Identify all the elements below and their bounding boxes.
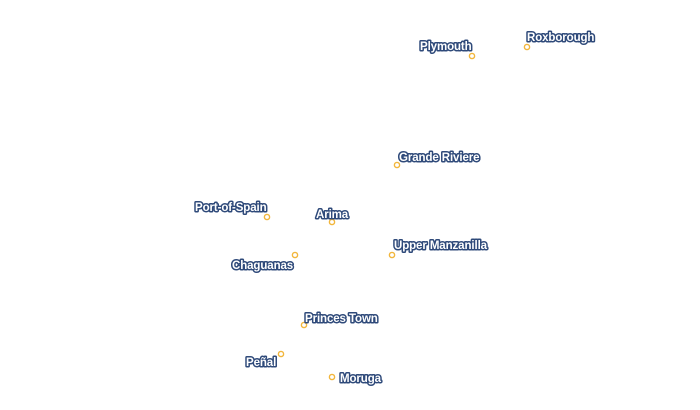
city-label: Chaguanas — [232, 260, 293, 272]
city-place[interactable]: Grande Riviere — [393, 151, 481, 169]
city-label: Roxborough — [527, 32, 594, 44]
city-place[interactable]: Port-of-Spain — [194, 201, 271, 221]
city-marker-icon — [468, 52, 476, 60]
city-label: Princes Town — [305, 313, 378, 325]
city-marker-icon — [328, 218, 336, 226]
city-label: Plymouth — [420, 41, 472, 53]
city-marker-icon — [393, 161, 401, 169]
city-marker-icon — [523, 43, 531, 51]
city-place[interactable]: Plymouth — [419, 40, 476, 60]
city-label: Peñal — [246, 357, 276, 369]
city-marker-icon — [388, 251, 396, 259]
city-place[interactable]: Upper Manzanilla — [388, 239, 489, 259]
city-marker-icon — [300, 321, 308, 329]
city-place[interactable]: Roxborough — [523, 31, 596, 51]
city-label: Port-of-Spain — [195, 202, 267, 214]
city-place[interactable]: Peñal — [245, 350, 285, 371]
city-place[interactable]: Arima — [315, 208, 350, 226]
city-place[interactable]: Moruga — [328, 372, 383, 387]
city-label: Upper Manzanilla — [394, 240, 488, 252]
city-label: Moruga — [340, 373, 382, 385]
city-marker-icon — [263, 213, 271, 221]
city-label: Arima — [316, 209, 349, 221]
city-marker-icon — [277, 350, 285, 358]
city-marker-icon — [291, 251, 299, 259]
city-label: Grande Riviere — [399, 152, 479, 164]
city-marker-icon — [328, 373, 336, 381]
city-place[interactable]: Princes Town — [300, 312, 379, 329]
city-place[interactable]: Chaguanas — [231, 251, 299, 274]
